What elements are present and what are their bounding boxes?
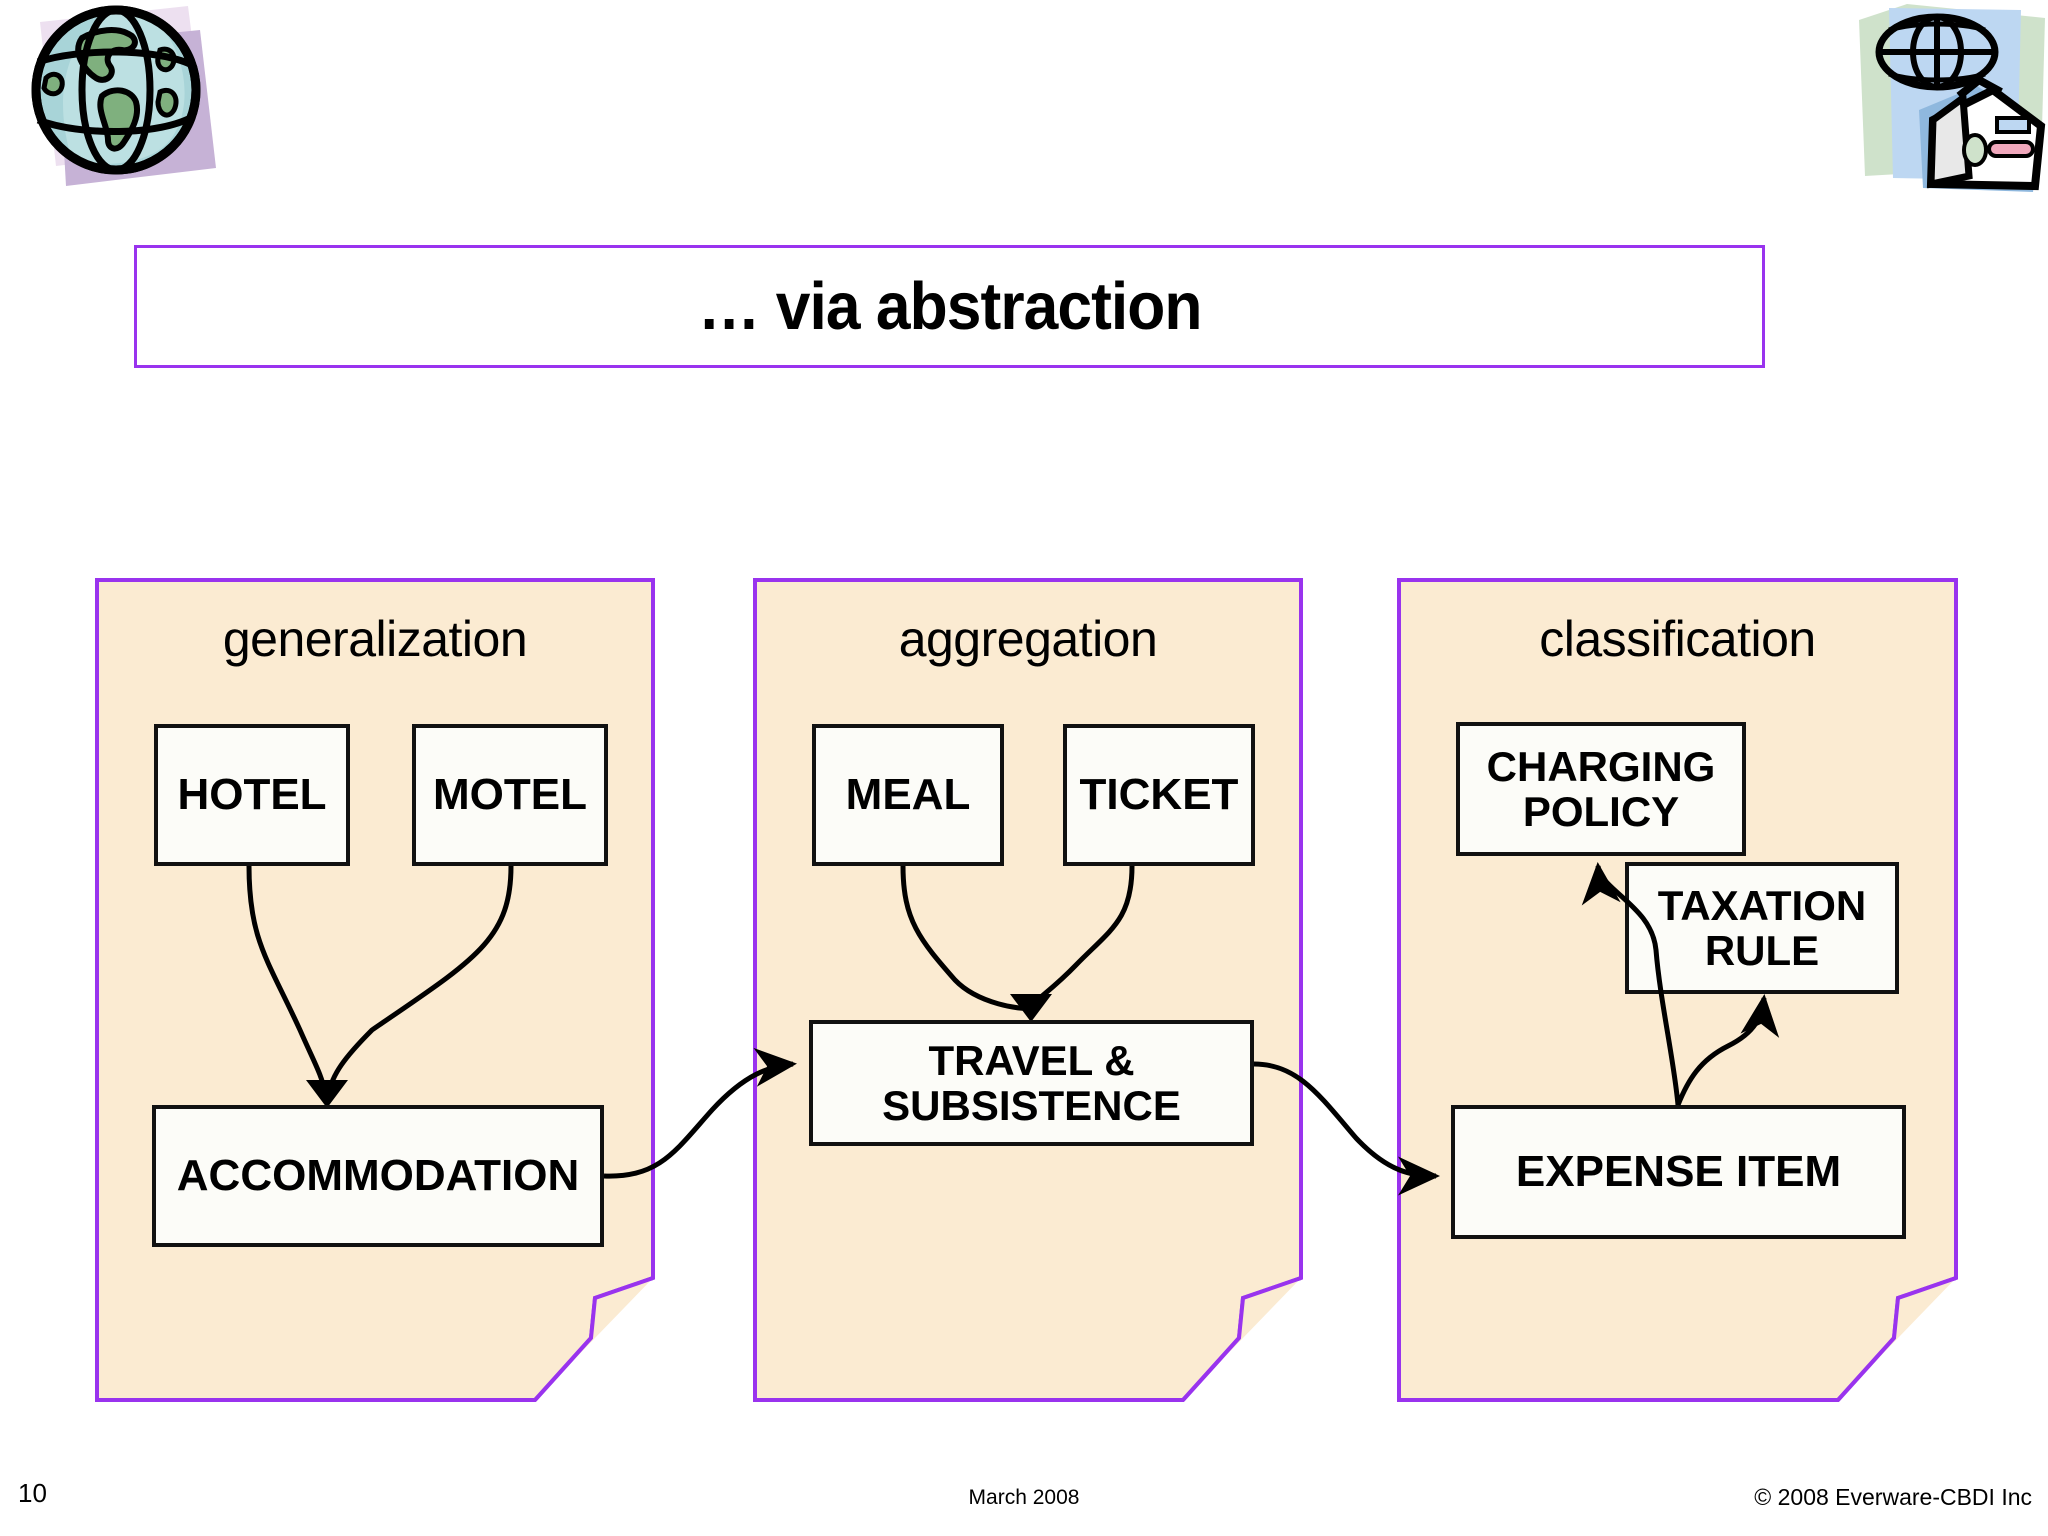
- entity-box-hotel[interactable]: HOTEL: [154, 724, 350, 866]
- entity-box-expense-item[interactable]: EXPENSE ITEM: [1451, 1105, 1906, 1239]
- footer-slide-number: 10: [18, 1478, 47, 1508]
- entity-box-motel[interactable]: MOTEL: [412, 724, 608, 866]
- panel-shape-aggregation: [753, 578, 1303, 1402]
- panel-heading-classification: classification: [1539, 611, 1816, 667]
- panel-generalization: generalization: [95, 578, 655, 1402]
- page-title: … via abstraction: [697, 269, 1203, 344]
- panel-heading-generalization: generalization: [222, 611, 528, 667]
- entity-box-meal[interactable]: MEAL: [812, 724, 1004, 866]
- entity-box-accommodation[interactable]: ACCOMMODATION: [152, 1105, 604, 1247]
- globe-briefcase-icon: [1855, 0, 2048, 215]
- panel-aggregation: aggregation: [753, 578, 1303, 1402]
- entity-box-ticket[interactable]: TICKET: [1063, 724, 1255, 866]
- entity-box-travel-subsistence[interactable]: TRAVEL &SUBSISTENCE: [809, 1020, 1254, 1146]
- panel-shape-generalization: [95, 578, 655, 1402]
- footer-date: March 2008: [968, 1486, 1080, 1509]
- slide-title-box: … via abstraction: [134, 245, 1765, 368]
- panel-heading-aggregation: aggregation: [898, 611, 1158, 667]
- footer-copyright: © 2008 Everware-CBDI Inc: [1754, 1484, 2032, 1510]
- globe-icon: [10, 0, 220, 210]
